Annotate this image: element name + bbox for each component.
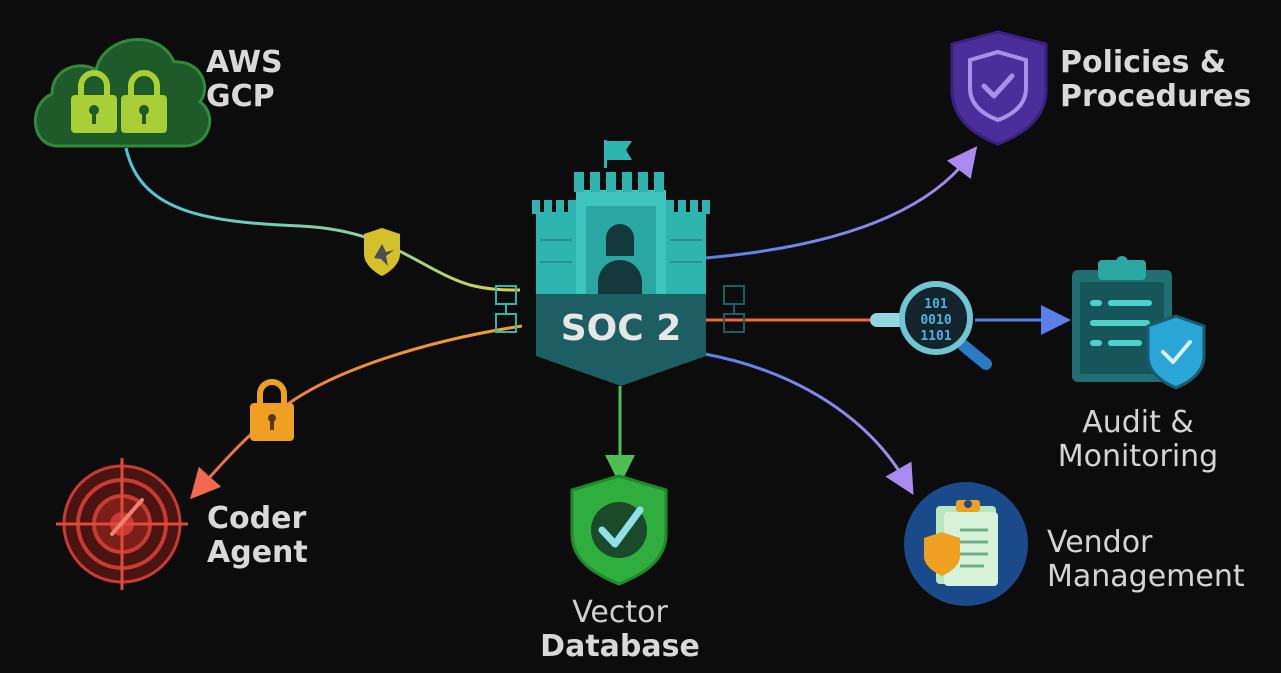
policies-label-line1: Policies & [1060, 45, 1227, 80]
vector-label-line1: Vector [572, 595, 668, 630]
vector-label-line2: Database [540, 628, 700, 664]
cloud-providers-label: AWS GCP [206, 46, 283, 113]
connector-cloud-to-soc [124, 147, 521, 292]
binary-row-2: 0010 [920, 313, 951, 328]
vendor-label: Vendor Management [1047, 526, 1245, 593]
node-square-icon [723, 285, 745, 333]
soc2-title: SOC 2 [560, 308, 682, 349]
policy-shield-icon [950, 30, 1048, 146]
castle-icon [532, 140, 710, 298]
vendor-document-icon [904, 482, 1028, 606]
gcp-label: GCP [206, 78, 275, 114]
check-shield-icon [1146, 314, 1206, 390]
connector-soc-to-vendor [704, 352, 914, 495]
magnifier-icon: 101 0010 1101 [870, 281, 992, 370]
aws-label: AWS [206, 45, 283, 80]
lock-icon [71, 70, 117, 133]
policies-label-line2: Procedures [1060, 78, 1252, 114]
lock-icon [121, 70, 167, 133]
vendor-label-line2: Management [1047, 558, 1245, 594]
connector-soc-to-policies [704, 146, 978, 260]
shield-badge-icon [364, 228, 400, 276]
coder-label-line2: Agent [207, 534, 308, 570]
vector-database-label: Vector Database [520, 596, 720, 663]
vector-database-shield-icon [570, 474, 668, 586]
audit-label-line2: Monitoring [1057, 438, 1219, 474]
coder-label-line1: Coder [207, 501, 307, 536]
audit-label-line1: Audit & [1082, 405, 1194, 440]
target-icon [56, 458, 188, 590]
vendor-label-line1: Vendor [1047, 525, 1153, 560]
soc2-shield-banner [536, 294, 706, 386]
policies-label: Policies & Procedures [1060, 46, 1251, 113]
binary-row-1: 101 [924, 297, 948, 312]
coder-agent-label: Coder Agent [207, 502, 308, 569]
lock-icon [250, 379, 294, 441]
node-square-icon [495, 285, 517, 333]
binary-row-3: 1101 [920, 329, 951, 344]
connector-soc-to-coder [190, 324, 523, 500]
audit-label: Audit & Monitoring [1052, 406, 1224, 473]
